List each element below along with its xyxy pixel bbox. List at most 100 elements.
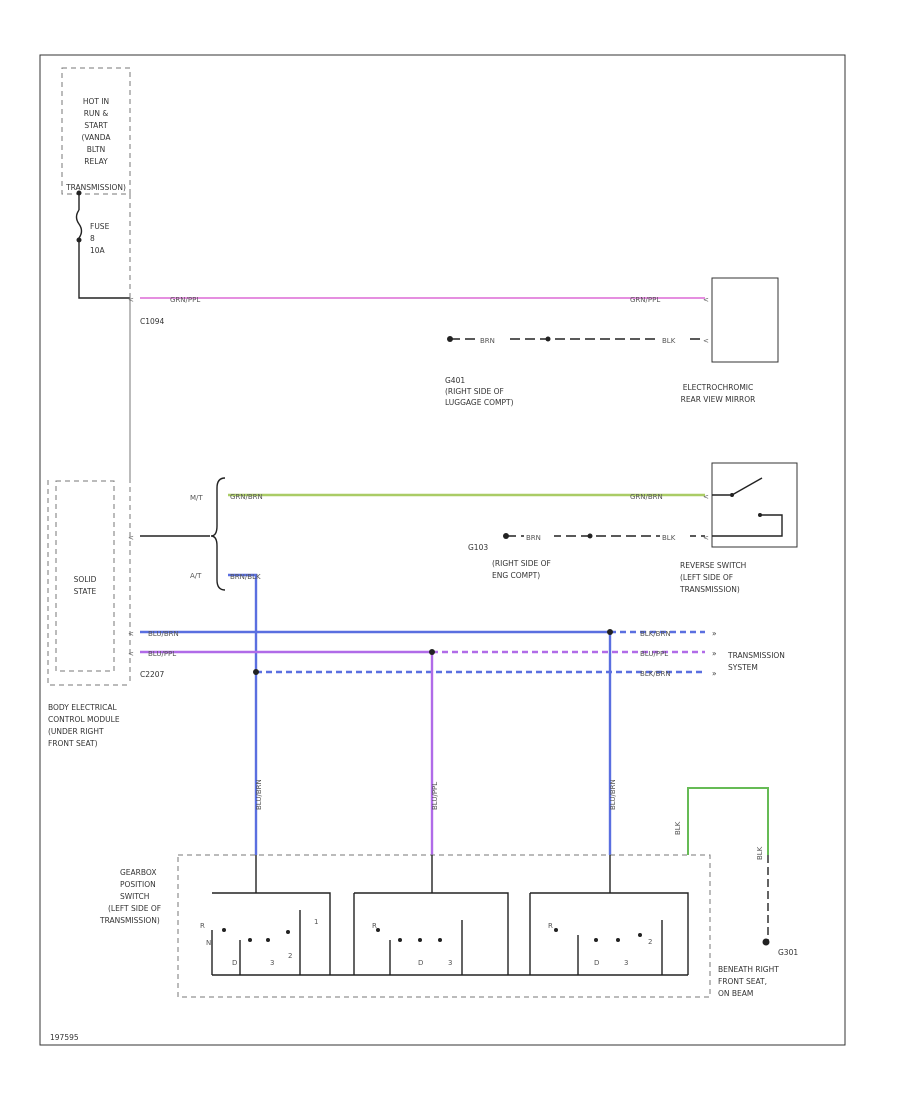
reverse-switch-label-3: TRANSMISSION) bbox=[679, 585, 740, 594]
gear-ground-id: G301 bbox=[778, 948, 798, 957]
splice-2 bbox=[429, 649, 435, 655]
gear-switch-label-2: POSITION bbox=[120, 880, 156, 889]
reverse-pin-1: < bbox=[703, 493, 709, 501]
reverse-ground-id: G103 bbox=[468, 543, 488, 552]
g1-c2 bbox=[248, 938, 252, 942]
power-line-2: RUN & bbox=[84, 109, 109, 118]
transmission-system-label-1: TRANSMISSION bbox=[727, 651, 785, 660]
gear-group-1: R N D 3 2 1 bbox=[200, 855, 354, 976]
wire-label-green-b: BLK bbox=[756, 846, 764, 860]
fuse-output-wire bbox=[78, 240, 130, 299]
g2-c3 bbox=[418, 938, 422, 942]
arrow-purple: » bbox=[712, 649, 717, 658]
wire-label-at: BRN/BLK bbox=[230, 573, 261, 581]
mirror-ground-gap bbox=[478, 335, 508, 343]
reverse-switch-label-1: REVERSE SWITCH bbox=[680, 561, 746, 570]
mirror-ground-id: G401 bbox=[445, 376, 465, 385]
g1-pos-n: N bbox=[206, 939, 211, 947]
mirror-label-2: REAR VIEW MIRROR bbox=[681, 395, 756, 404]
diagram-frame bbox=[39, 54, 846, 1046]
g3-pos-d: D bbox=[594, 959, 599, 967]
wire-label-blue3-right: BLK/BRN bbox=[640, 670, 671, 678]
wire-label-purple-right: BLU/PPL bbox=[640, 650, 668, 658]
bcm-pin-branch: < bbox=[128, 534, 134, 542]
solid-state-label-2: STATE bbox=[74, 587, 97, 596]
bcm-label-2: CONTROL MODULE bbox=[48, 715, 120, 724]
g2-c4 bbox=[438, 938, 442, 942]
gear-group-3: R D 3 2 bbox=[529, 855, 689, 976]
solid-state-box bbox=[55, 480, 115, 672]
g1-pos-d: D bbox=[232, 959, 237, 967]
g2-pos-d: D bbox=[418, 959, 423, 967]
bcm-label-4: FRONT SEAT) bbox=[48, 739, 98, 748]
g1-pos-3: 3 bbox=[270, 959, 274, 967]
label-mt: M/T bbox=[190, 494, 203, 502]
group1-top bbox=[212, 892, 331, 975]
splice-1 bbox=[253, 669, 259, 675]
g3-c4 bbox=[638, 933, 642, 937]
power-module-text: HOT IN RUN & START (VANDA BLTN RELAY TRA… bbox=[65, 97, 126, 192]
reverse-contact-b bbox=[758, 513, 762, 517]
wire-label-pink-right: GRN/PPL bbox=[630, 296, 660, 304]
g3-pos-3: 3 bbox=[624, 959, 628, 967]
group2-top bbox=[354, 892, 509, 975]
fuse-symbol bbox=[75, 209, 83, 239]
mirror-box bbox=[711, 277, 779, 363]
footer-code: 197595 bbox=[50, 1033, 79, 1042]
wire-label-blue-left: BLU/BRN bbox=[148, 630, 179, 638]
gear-ground-node bbox=[762, 938, 770, 946]
solid-state-label-1: SOLID bbox=[74, 575, 97, 584]
reverse-ground-gap2 bbox=[660, 532, 690, 540]
power-line-1: HOT IN bbox=[83, 97, 109, 106]
wire-label-green-a: BLK bbox=[674, 821, 682, 835]
wire-label-purple-left: BLU/PPL bbox=[148, 650, 176, 658]
label-at: A/T bbox=[190, 572, 202, 580]
g3-c2 bbox=[594, 938, 598, 942]
mirror-ground-splice bbox=[545, 336, 551, 342]
bcm-pin-blue: < bbox=[128, 630, 134, 638]
mirror-ground-loc-1: (RIGHT SIDE OF bbox=[445, 387, 504, 396]
g2-pos-r: R bbox=[372, 922, 377, 930]
group3-top bbox=[530, 892, 689, 975]
conn-c1094-pin: < bbox=[128, 296, 134, 304]
g2-pos-3: 3 bbox=[448, 959, 452, 967]
gear-switch-label-4: (LEFT SIDE OF bbox=[108, 904, 161, 913]
mirror-pin-2: < bbox=[703, 337, 709, 345]
g1-c3 bbox=[266, 938, 270, 942]
reverse-pin-2: < bbox=[703, 534, 709, 542]
bcm-label-3: (UNDER RIGHT bbox=[48, 727, 104, 736]
g1-pos-2: 2 bbox=[288, 952, 292, 960]
g2-c1 bbox=[376, 928, 380, 932]
g1-pos-1: 1 bbox=[314, 918, 318, 926]
power-line-7: TRANSMISSION) bbox=[65, 183, 126, 192]
gear-group-2: R D 3 bbox=[353, 855, 530, 976]
gear-switch-label-3: SWITCH bbox=[120, 892, 149, 901]
power-line-3: START bbox=[84, 121, 108, 130]
bcm-label-1: BODY ELECTRICAL bbox=[48, 703, 118, 712]
gear-ground-loc-3: ON BEAM bbox=[718, 989, 753, 998]
gear-ground-loc-1: BENEATH RIGHT bbox=[718, 965, 779, 974]
reverse-switch-arm bbox=[731, 477, 763, 496]
power-module-box bbox=[61, 67, 131, 195]
wire-label-mirror-ground-right: BLK bbox=[662, 337, 676, 345]
wire-label-v1: BLU/BRN bbox=[255, 779, 263, 810]
bcm-pin-purple: < bbox=[128, 650, 134, 658]
fuse-label: FUSE bbox=[90, 222, 110, 231]
connector-c1094: C1094 bbox=[140, 317, 165, 326]
mt-at-brace bbox=[210, 477, 226, 591]
reverse-switch-label-2: (LEFT SIDE OF bbox=[680, 573, 733, 582]
reverse-ground-splice bbox=[587, 533, 593, 539]
g2-c2 bbox=[398, 938, 402, 942]
gear-switch-label-1: GEARBOX bbox=[120, 868, 156, 877]
wire-label-reverse-ground-right: BLK bbox=[662, 534, 676, 542]
fuse-rating: 10A bbox=[90, 246, 106, 255]
wire-label-v3: BLU/BRN bbox=[609, 779, 617, 810]
wire-label-reverse-ground-left: BRN bbox=[526, 534, 541, 542]
g1-pos-r: R bbox=[200, 922, 205, 930]
mirror-pin-1: < bbox=[703, 296, 709, 304]
power-line-4: (VANDA bbox=[81, 133, 111, 142]
g3-c1 bbox=[554, 928, 558, 932]
g1-c4 bbox=[286, 930, 290, 934]
transmission-system-label-2: SYSTEM bbox=[728, 663, 758, 672]
